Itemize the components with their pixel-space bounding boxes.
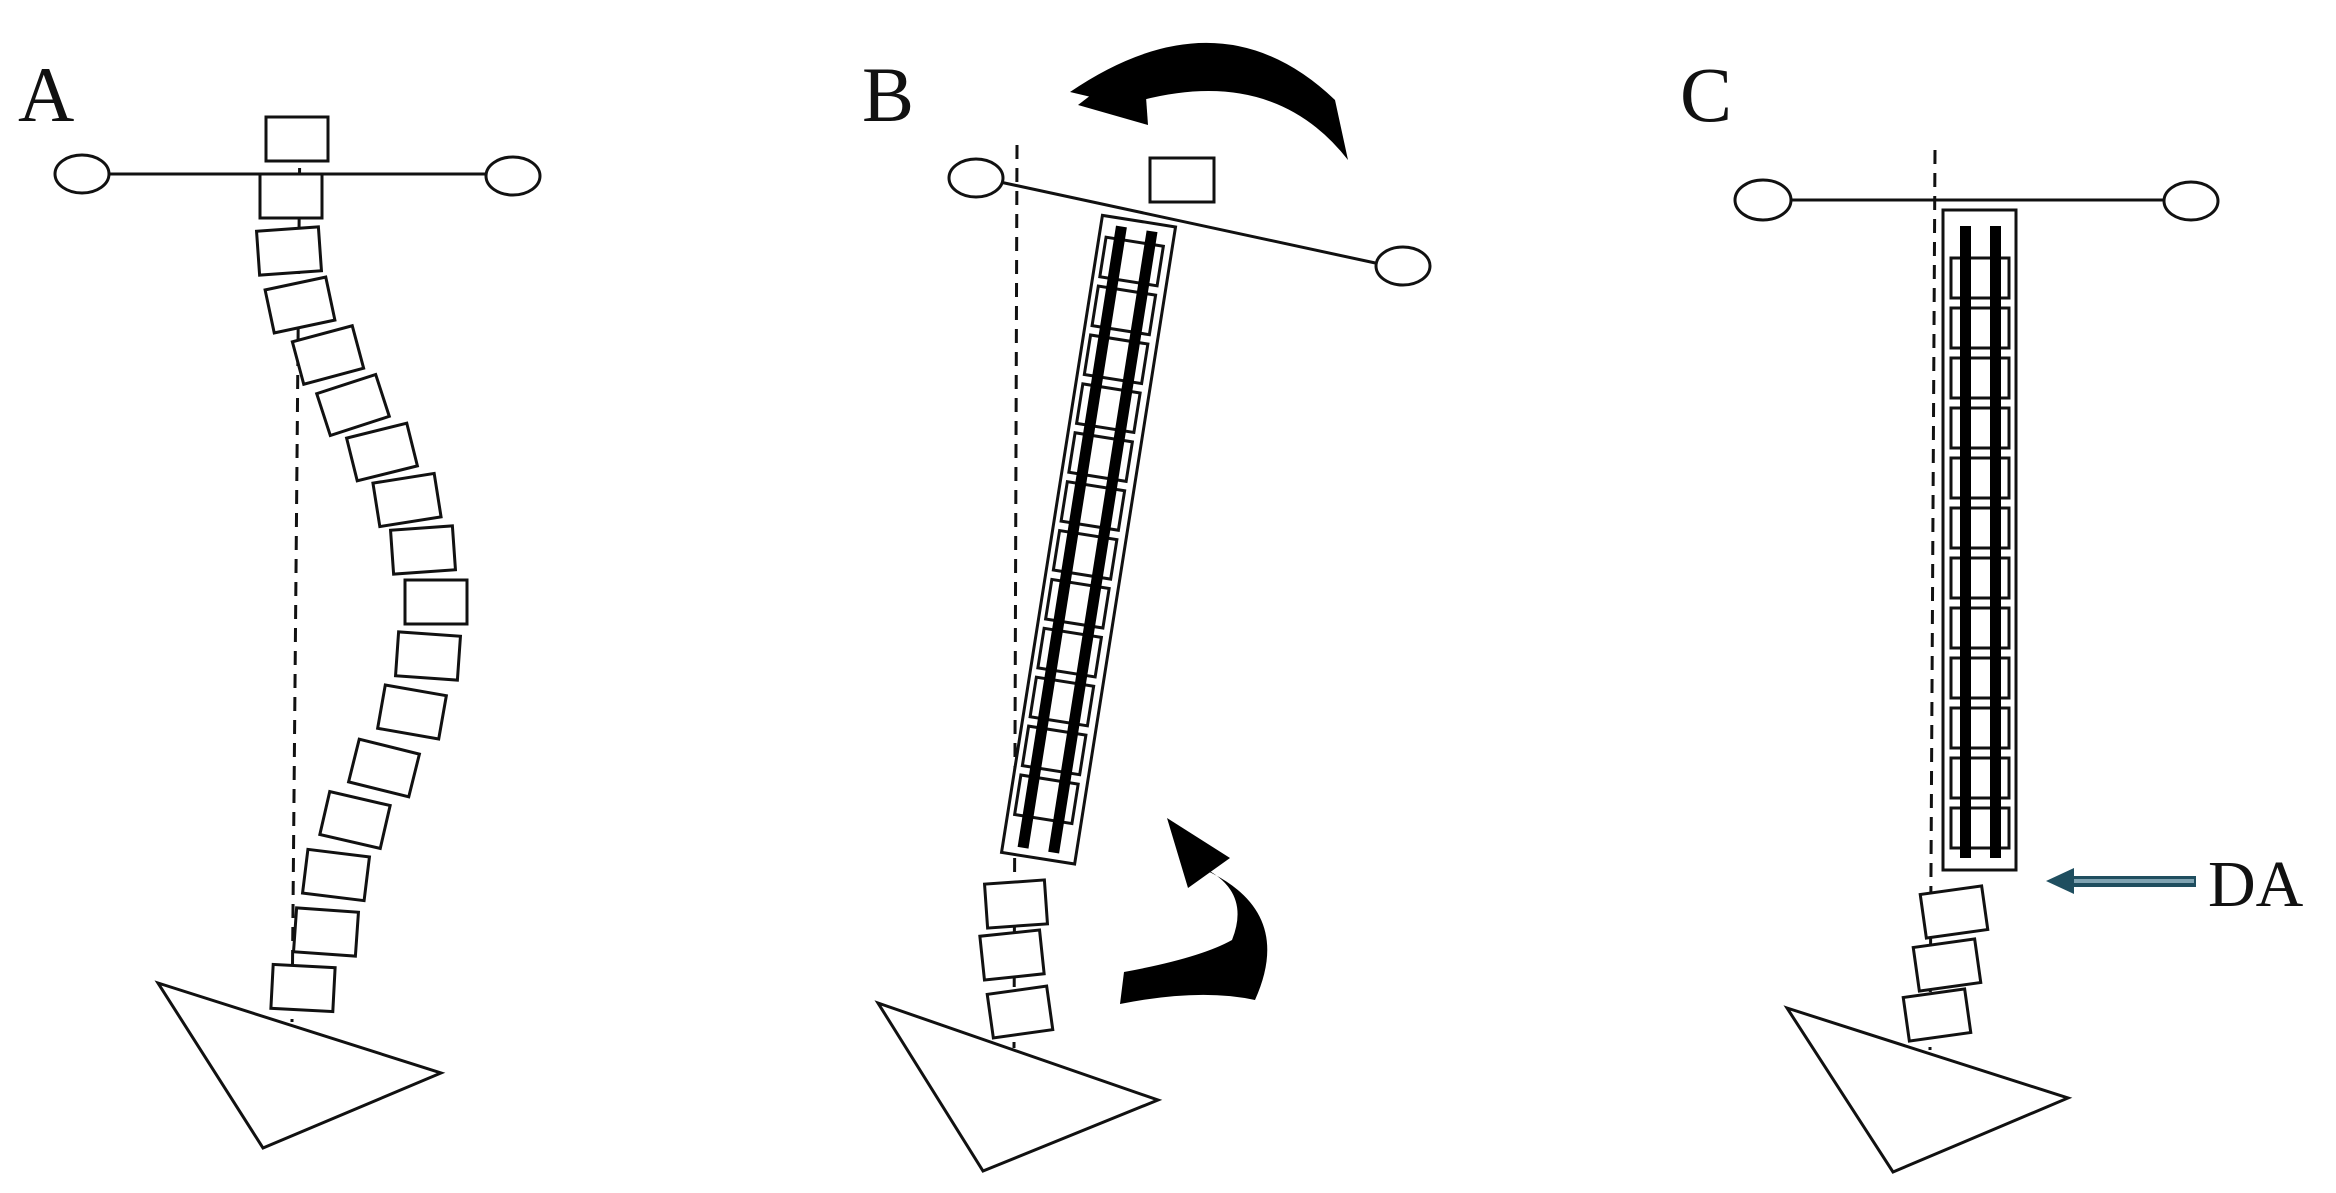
panel-a-vertebrae [254,115,469,1014]
panel-a-scoliotic-spine [53,115,542,1150]
da-annotation-label: DA [2208,848,2304,921]
panel-b-fused-spine-tilted [874,42,1432,1173]
panel-a-vertebra [264,115,330,163]
panel-a-vertebra [290,323,366,387]
panel-a-vertebra [318,789,392,851]
panel-c-pelvis [1783,1005,2073,1174]
panel-b-left-shoulder [947,157,1005,199]
panel-c-left-shoulder [1733,178,1793,222]
panel-a-vertebra [403,578,469,626]
panel-c-fused-spine-straight [1733,149,2220,1174]
panel-a-right-shoulder [484,155,542,197]
panel-a-vertebra [344,421,420,483]
panel-b-pelvis [874,1000,1163,1173]
panel-c-right-shoulder [2162,180,2220,222]
panel-b-lumbar-vertebra [978,928,1046,982]
panel-c-right-rod [1990,226,2001,858]
panel-b-lumbar-vertebra [985,984,1055,1040]
panel-c-fused-segment [1941,208,2018,872]
panel-a-vertebra [346,737,422,799]
panel-a-left-shoulder [53,153,111,195]
panel-a-vertebra [371,471,443,529]
panel-c-lumbar-vertebra [1918,884,1990,940]
panel-a-vertebra [388,524,458,576]
panel-a-vertebra [393,630,463,682]
panel-b-shoulder-line [999,180,1381,266]
panel-a-vertebra [263,275,337,335]
panel-b-right-rod [1048,230,1158,854]
panel-c-lumbar-vertebra [1911,937,1983,993]
panel-c-lumbar-vertebra [1901,987,1973,1043]
panel-a-vertebra [300,847,372,903]
panel-b-lumbar-vertebra [982,878,1050,930]
panel-c-left-rod [1960,226,1971,858]
panel-label-a: A [18,51,75,138]
rotation-arrow-top-icon [1070,42,1348,160]
panel-a-vertebra [314,372,392,438]
panel-c-plumb-line [1928,149,1937,1051]
panel-a-vertebra [254,225,324,277]
panel-label-b: B [862,51,915,138]
panel-a-pelvis [154,980,446,1150]
panel-c-lumbar-vertebrae [1901,884,1990,1043]
rotation-arrow-bottom-icon [1120,818,1268,1004]
panel-b-left-rod [1017,225,1127,849]
panel-a-vertebra [375,683,449,741]
panel-a-vertebra [258,172,324,220]
panel-b-right-shoulder [1374,245,1432,287]
panel-b-fused-segment [999,213,1178,866]
panel-a-vertebra [269,962,337,1014]
panel-b-plumb-line [1012,144,1019,1049]
panel-b-lumbar-vertebrae [978,878,1055,1040]
da-pointer-arrow-icon [2046,868,2196,894]
panel-label-c: C [1680,51,1733,138]
panel-a-vertebra [291,906,361,958]
panel-b-top-vertebra [1148,156,1216,204]
